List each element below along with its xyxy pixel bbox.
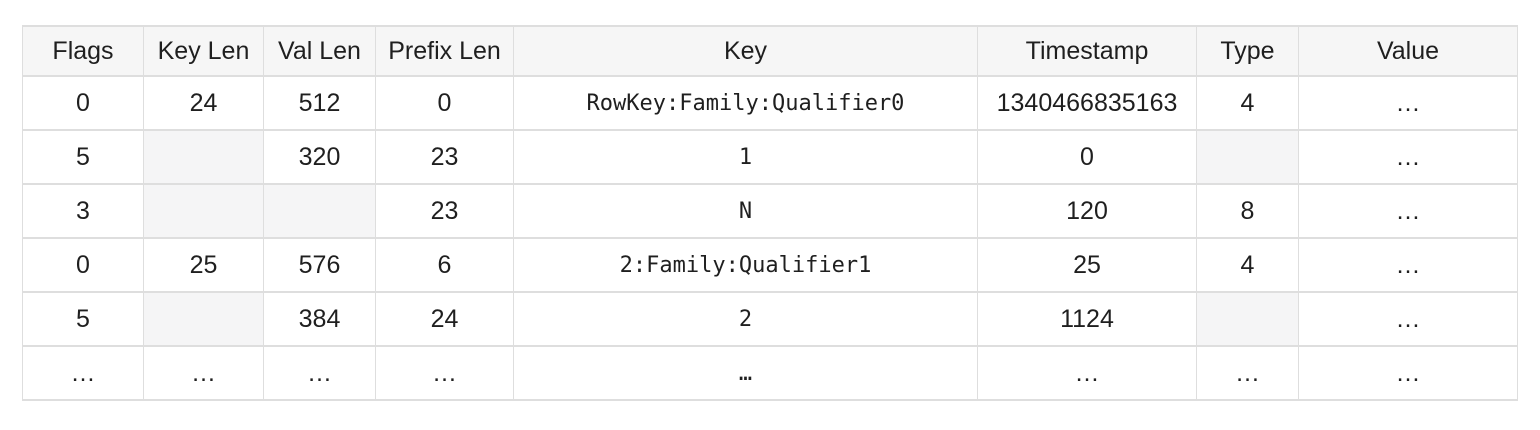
table-row-5: ……………………: [22, 345, 1518, 401]
table-cell-r1-timestamp: 0: [977, 129, 1197, 185]
header-cell-flags: Flags: [22, 25, 144, 77]
header-cell-key: Key: [513, 25, 978, 77]
table-cell-r3-flags: 0: [22, 237, 144, 293]
table-cell-r3-prefix-len: 6: [375, 237, 514, 293]
table-cell-r2-prefix-len: 23: [375, 183, 514, 239]
table-cell-r3-value: …: [1298, 237, 1518, 293]
table-cell-r1-key: 1: [513, 129, 978, 185]
table-cell-r4-key-len: [143, 291, 264, 347]
table-cell-r5-flags: …: [22, 345, 144, 401]
table-cell-r2-key-len: [143, 183, 264, 239]
table-cell-r1-key-len: [143, 129, 264, 185]
table-cell-r0-flags: 0: [22, 75, 144, 131]
table-cell-r2-flags: 3: [22, 183, 144, 239]
table-cell-r2-value: …: [1298, 183, 1518, 239]
table-cell-r3-key: 2:Family:Qualifier1: [513, 237, 978, 293]
table-cell-r0-key-len: 24: [143, 75, 264, 131]
header-cell-prefix-len: Prefix Len: [375, 25, 514, 77]
table-cell-r2-val-len: [263, 183, 376, 239]
table-cell-r0-timestamp: 1340466835163: [977, 75, 1197, 131]
table-cell-r1-prefix-len: 23: [375, 129, 514, 185]
table-cell-r5-key: …: [513, 345, 978, 401]
table-cell-r4-key: 2: [513, 291, 978, 347]
table-cell-r5-timestamp: …: [977, 345, 1197, 401]
table-cell-r4-timestamp: 1124: [977, 291, 1197, 347]
table-cell-r1-flags: 5: [22, 129, 144, 185]
header-cell-key-len: Key Len: [143, 25, 264, 77]
header-cell-timestamp: Timestamp: [977, 25, 1197, 77]
table-cell-r1-value: …: [1298, 129, 1518, 185]
table-cell-r2-timestamp: 120: [977, 183, 1197, 239]
table-cell-r2-type: 8: [1196, 183, 1299, 239]
table-cell-r5-value: …: [1298, 345, 1518, 401]
table-cell-r1-val-len: 320: [263, 129, 376, 185]
table-cell-r0-prefix-len: 0: [375, 75, 514, 131]
table-cell-r1-type: [1196, 129, 1299, 185]
table-cell-r4-val-len: 384: [263, 291, 376, 347]
table-cell-r0-key: RowKey:Family:Qualifier0: [513, 75, 978, 131]
table-cell-r3-timestamp: 25: [977, 237, 1197, 293]
table-cell-r3-type: 4: [1196, 237, 1299, 293]
table-cell-r5-type: …: [1196, 345, 1299, 401]
table-cell-r0-type: 4: [1196, 75, 1299, 131]
table-cell-r3-key-len: 25: [143, 237, 264, 293]
header-cell-value: Value: [1298, 25, 1518, 77]
table-cell-r4-type: [1196, 291, 1299, 347]
table-cell-r5-val-len: …: [263, 345, 376, 401]
table-cell-r2-key: N: [513, 183, 978, 239]
table-cell-r3-val-len: 576: [263, 237, 376, 293]
table-cell-r4-value: …: [1298, 291, 1518, 347]
header-cell-val-len: Val Len: [263, 25, 376, 77]
table-cell-r0-val-len: 512: [263, 75, 376, 131]
table-cell-r5-key-len: …: [143, 345, 264, 401]
table-cell-r4-flags: 5: [22, 291, 144, 347]
table-cell-r5-prefix-len: …: [375, 345, 514, 401]
table-cell-r0-value: …: [1298, 75, 1518, 131]
table-cell-r4-prefix-len: 24: [375, 291, 514, 347]
header-cell-type: Type: [1196, 25, 1299, 77]
